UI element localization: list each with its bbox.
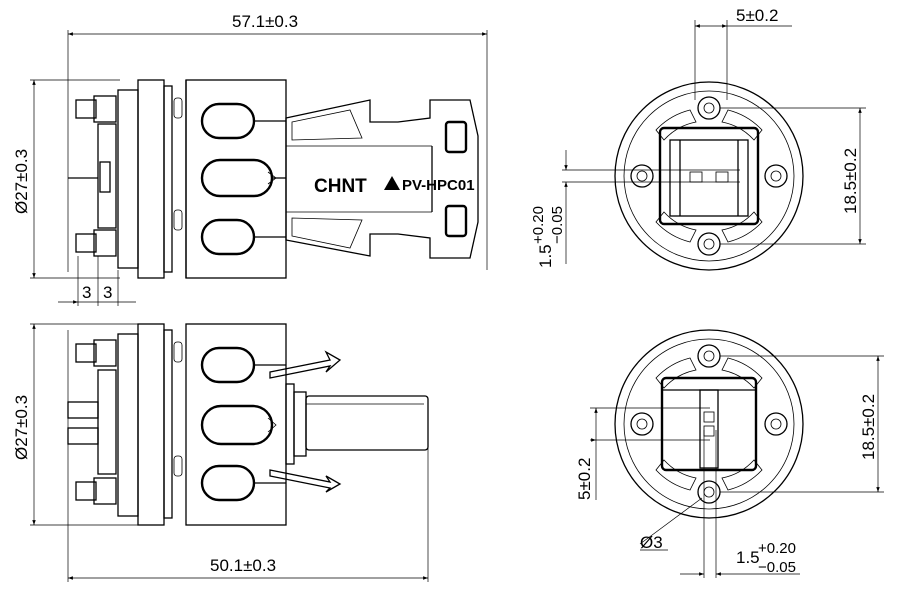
side-view-bottom: 50.1±0.3 Ø27±0.3 — [12, 323, 429, 582]
dim-diameter-top: Ø27±0.3 — [12, 149, 31, 214]
dim-diameter-bottom: Ø27±0.3 — [12, 395, 31, 460]
brand-text: CHNT — [314, 176, 367, 197]
dim-mated-length: 50.1±0.3 — [210, 556, 276, 575]
dim-bottom-width: 5±0.2 — [575, 458, 594, 500]
side-view-top: CHNT PV-HPC01 57.1±0.3 Ø27±0.3 3 3 — [12, 12, 488, 306]
dim-pin-spacing-b: 3 — [103, 283, 112, 302]
dim-bottom-slot-main: 1.5 — [736, 548, 760, 567]
dim-top-slot-main: 1.5 — [536, 244, 555, 268]
dim-top-height: 18.5±0.2 — [841, 148, 860, 214]
dim-bottom-slot-lower: −0.05 — [758, 559, 796, 576]
front-view-bottom: 18.5±0.2 5±0.2 Ø3 1.5 +0.20 −0.05 — [575, 329, 884, 578]
dim-bottom-slot-upper: +0.20 — [758, 540, 796, 557]
model-text: PV-HPC01 — [402, 177, 475, 194]
dim-overall-length: 57.1±0.3 — [232, 12, 298, 31]
dim-top-width: 5±0.2 — [736, 6, 778, 25]
dim-top-slot-lower: −0.05 — [549, 206, 566, 244]
dim-hole-diameter: Ø3 — [640, 533, 663, 552]
dim-bottom-height: 18.5±0.2 — [859, 394, 878, 460]
brand-triangle-icon — [384, 176, 400, 190]
dim-top-slot-upper: +0.20 — [530, 206, 547, 244]
dim-pin-spacing-a: 3 — [82, 283, 91, 302]
front-view-top: 5±0.2 18.5±0.2 1.5 +0.20 −0.05 — [530, 6, 866, 271]
